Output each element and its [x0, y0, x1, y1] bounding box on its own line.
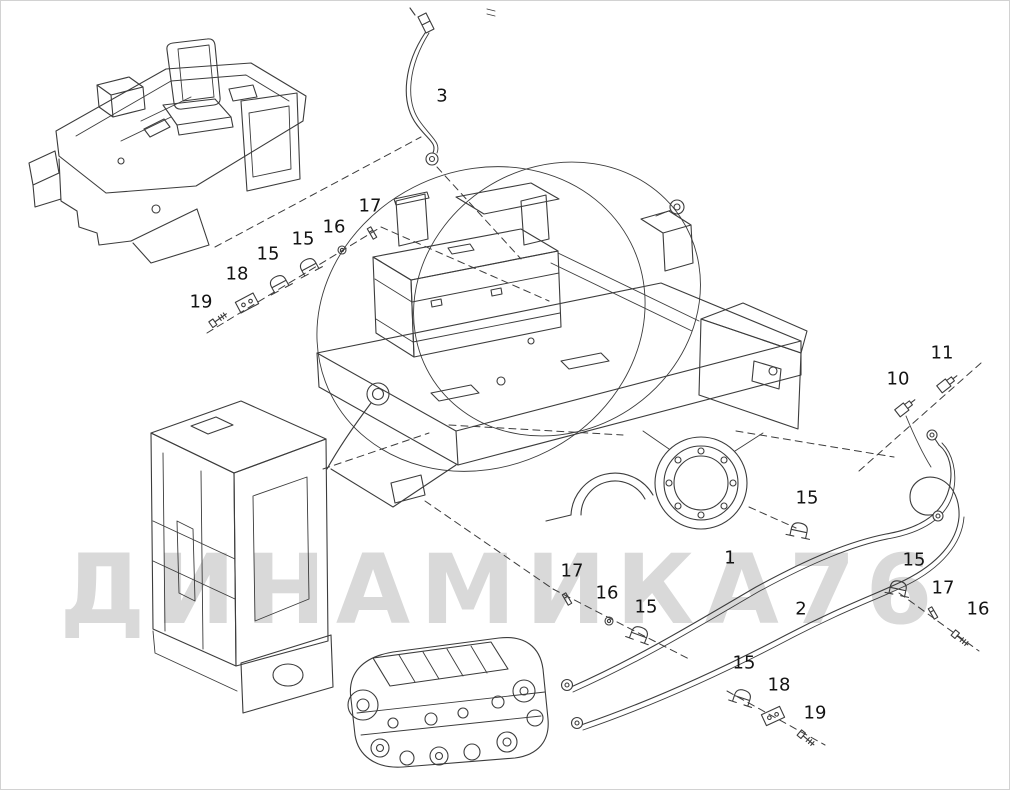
callout-16-16: 16 [596, 583, 619, 604]
callout-10-8: 10 [887, 369, 910, 390]
connector-10-part [894, 395, 919, 418]
callout-3-0: 3 [436, 86, 447, 107]
main-frame-drawing [316, 182, 808, 530]
watermark: ДИНАМИКА76 [60, 534, 943, 646]
callout-17-12: 17 [932, 578, 955, 599]
cable-3-drawing [405, 7, 496, 166]
callout-17-15: 17 [561, 561, 584, 582]
callout-15-9: 15 [796, 488, 819, 509]
callout-16-2: 16 [323, 217, 346, 238]
callout-15-18: 15 [733, 653, 756, 674]
bolt-19-part [208, 310, 229, 329]
callout-18-19: 18 [768, 675, 791, 696]
washer-16-part [337, 245, 347, 255]
watermark-text: ДИНАМИКА76 [60, 534, 943, 646]
battery-cables-drawing [560, 415, 965, 731]
callout-15-3: 15 [292, 229, 315, 250]
connector-11-part [936, 371, 961, 394]
callout-11-7: 11 [931, 343, 954, 364]
callout-15-11: 15 [903, 550, 926, 571]
callout-19-6: 19 [190, 292, 213, 313]
callout-2-14: 2 [795, 599, 806, 620]
leader-lines [206, 136, 982, 746]
bolt-16-part [950, 629, 971, 649]
rear-frame-drawing [150, 400, 334, 714]
small-parts-drawing [208, 226, 971, 749]
operator-cab-drawing [28, 38, 307, 264]
callout-labels: 3 17 16 15 15 18 19 11 10 15 1 15 17 16 2 17 16 15 15 18 19 [190, 86, 990, 724]
callout-17-1: 17 [359, 196, 382, 217]
engine-drawing [347, 636, 549, 768]
callout-1-10: 1 [724, 548, 735, 569]
callout-16-13: 16 [967, 599, 990, 620]
plate-18-part [234, 292, 260, 314]
callout-15-17: 15 [635, 597, 658, 618]
clamp-15-part [264, 270, 293, 296]
callout-19-20: 19 [804, 703, 827, 724]
clamp-15-part [294, 253, 323, 279]
callout-18-5: 18 [226, 264, 249, 285]
callout-15-4: 15 [257, 244, 280, 265]
